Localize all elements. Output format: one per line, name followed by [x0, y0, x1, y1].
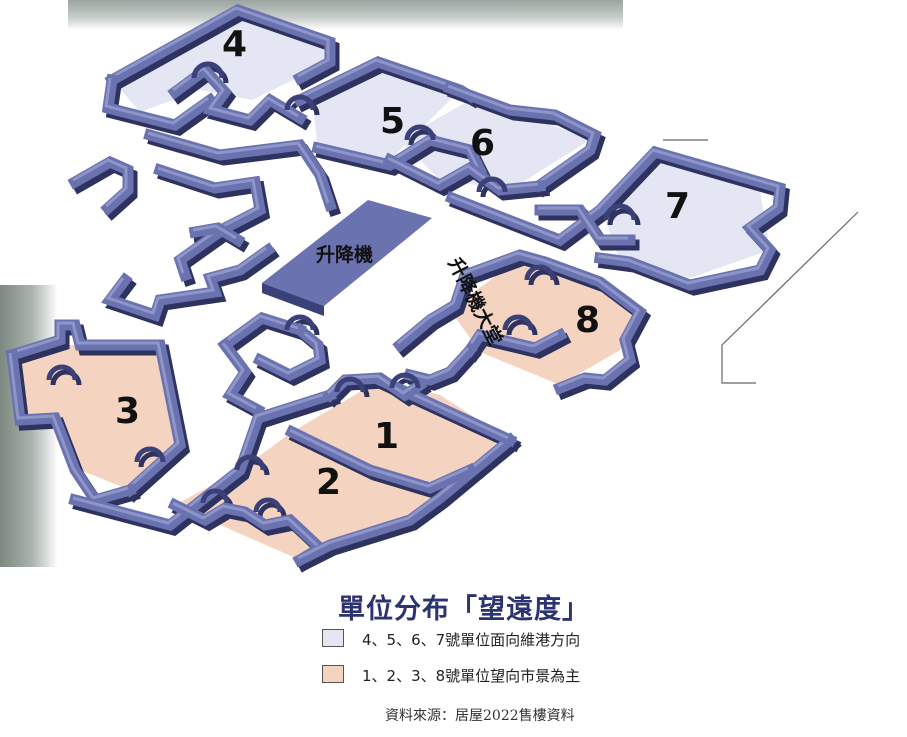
- wall-highlight: [8, 352, 129, 500]
- wall-segment: [67, 155, 134, 216]
- door-arc: [200, 488, 230, 504]
- lift-label: 升降機: [316, 243, 373, 266]
- unit-number-3: 3: [115, 391, 140, 432]
- wall-highlight: [387, 156, 539, 190]
- lift-block-side: [262, 283, 324, 316]
- wall-highlight: [172, 65, 299, 120]
- legend-text-city: 1、2、3、8號單位望向市景為主: [362, 667, 581, 685]
- wall-highlight: [222, 314, 299, 345]
- wall-highlight: [172, 501, 321, 560]
- legend-title: 單位分布「望遠度」: [338, 594, 590, 625]
- floor-plan: 升降機 升降機大堂 4 5 6 7 8 3 1 2: [5, 3, 859, 568]
- door-arc: [46, 364, 78, 381]
- wall-highlight: [257, 326, 320, 375]
- wall-highlight: [157, 166, 260, 274]
- wall-highlight: [9, 321, 180, 490]
- wall-highlight: [72, 158, 128, 208]
- unit-floor-7: [600, 155, 770, 278]
- wall-highlight: [466, 331, 559, 349]
- unit-floor-1: [292, 380, 510, 490]
- wall-highlight: [449, 148, 780, 285]
- wall-highlight: [221, 342, 257, 410]
- door-arc: [284, 314, 316, 331]
- wall-highlight: [315, 136, 480, 169]
- wall-highlight: [147, 131, 330, 204]
- wall-highlight: [192, 224, 237, 240]
- background-photo-left: [0, 285, 58, 567]
- door-arc: [404, 124, 436, 141]
- wall-segment: [104, 3, 336, 88]
- guide-line: [721, 211, 859, 384]
- unit-number-7: 7: [665, 186, 690, 227]
- door-arc: [603, 203, 637, 221]
- background-photo-top: [68, 0, 623, 30]
- unit-floor-5: [312, 62, 460, 160]
- unit-floor-4: [112, 10, 330, 112]
- wall-highlight: [447, 84, 595, 185]
- unit-floor-8: [450, 258, 640, 385]
- wall-highlight: [104, 77, 209, 125]
- legend-swatch-city: [322, 665, 344, 683]
- walls: [5, 3, 786, 568]
- wall-highlight: [105, 246, 267, 315]
- door-arc: [524, 264, 556, 281]
- door-arc: [389, 372, 421, 389]
- wall-highlight: [109, 6, 330, 80]
- wall-highlight: [289, 428, 469, 488]
- source-note: 資料來源：居屋2022售樓資料: [385, 708, 575, 724]
- door-arc: [334, 376, 366, 393]
- wall-highlight: [407, 346, 470, 380]
- legend-text-harbour: 4、5、6、7號單位面向維港方向: [362, 631, 581, 649]
- unit-floor-6: [400, 100, 590, 190]
- unit-number-2: 2: [316, 462, 341, 503]
- unit-number-6: 6: [470, 123, 495, 164]
- wall-segment: [252, 322, 326, 382]
- door-arc: [502, 314, 534, 331]
- unit-number-4: 4: [222, 24, 247, 65]
- wall-highlight: [538, 206, 628, 240]
- lift-block: [262, 200, 432, 306]
- unit-number-1: 1: [374, 416, 399, 457]
- door-arc: [253, 497, 283, 513]
- unit-number-8: 8: [575, 300, 600, 341]
- legend-swatch-harbour: [322, 629, 344, 647]
- door-arc: [284, 94, 316, 111]
- door-arc: [191, 61, 225, 79]
- wall-highlight: [397, 251, 640, 388]
- door-arc: [234, 454, 266, 471]
- unit-number-5: 5: [380, 101, 405, 142]
- door-arc: [134, 446, 166, 463]
- door-arc: [476, 176, 508, 193]
